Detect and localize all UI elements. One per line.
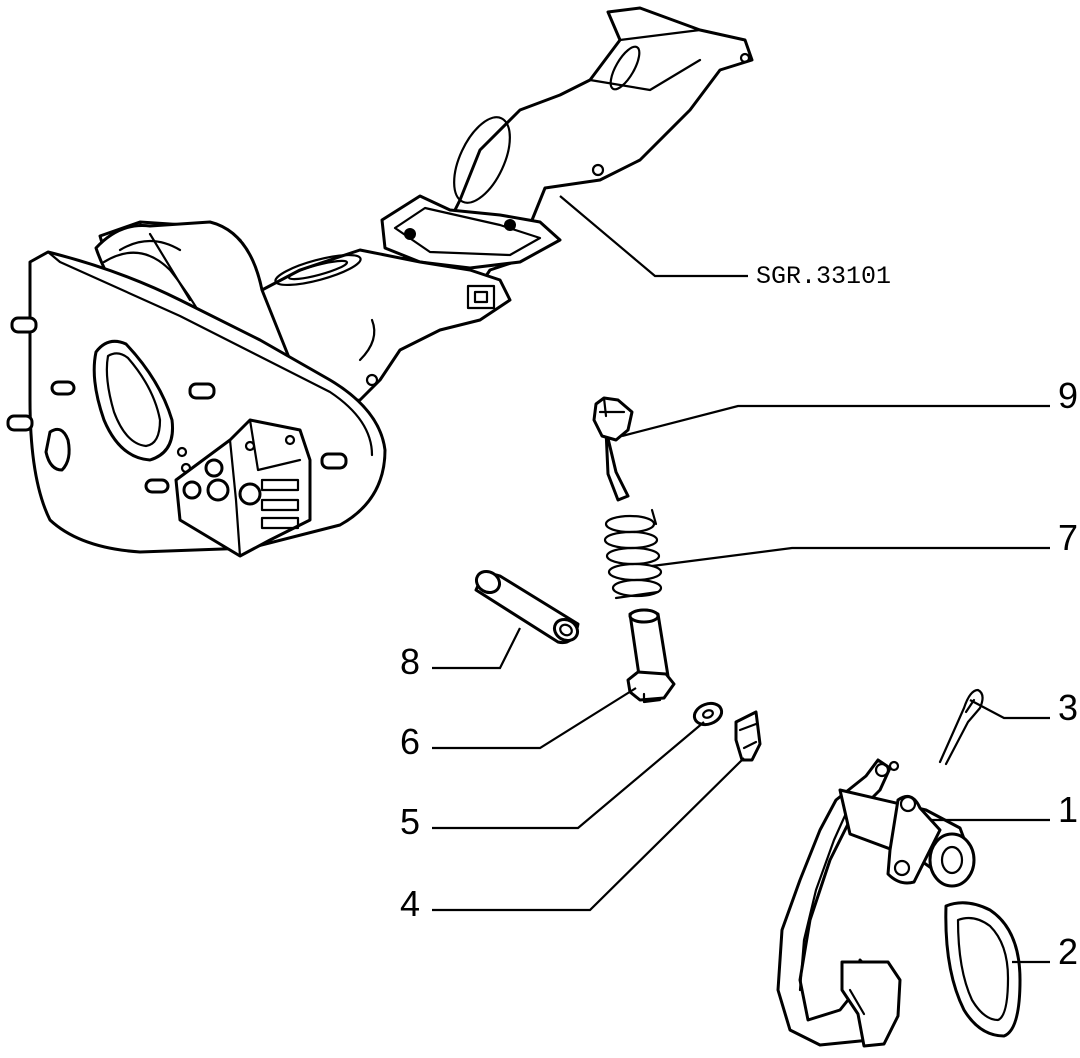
reference-code-label: SGR.33101: [756, 262, 891, 291]
callout-6: 6: [400, 721, 420, 762]
callout-9: 9: [1058, 375, 1078, 416]
part-7-spring: [603, 508, 663, 600]
callout-2: 2: [1058, 931, 1078, 972]
part-6-sleeve: [626, 608, 676, 704]
part-3-split-pin: [938, 688, 984, 766]
callout-4: 4: [400, 883, 420, 924]
mounting-studs: [6, 316, 348, 494]
callout-3: 3: [1058, 687, 1078, 728]
pedal-support-bracket-assembly: [6, 6, 754, 558]
part-2-pedal-pad-rubber: [944, 901, 1022, 1038]
callout-7: 7: [1058, 517, 1078, 558]
part-1-pedal-lever: [776, 758, 976, 1048]
part-8-bush: [474, 569, 580, 645]
part-4-clip: [734, 710, 762, 762]
callout-8: 8: [400, 641, 420, 682]
part-9-pin: [592, 396, 634, 502]
callout-1: 1: [1058, 789, 1078, 830]
callout-labels: SGR.33101 9 7 8 3 6 1 5 4 2: [400, 262, 1078, 972]
leader-lines: [432, 195, 1050, 964]
part-5-washer: [692, 701, 724, 727]
callout-5: 5: [400, 801, 420, 842]
